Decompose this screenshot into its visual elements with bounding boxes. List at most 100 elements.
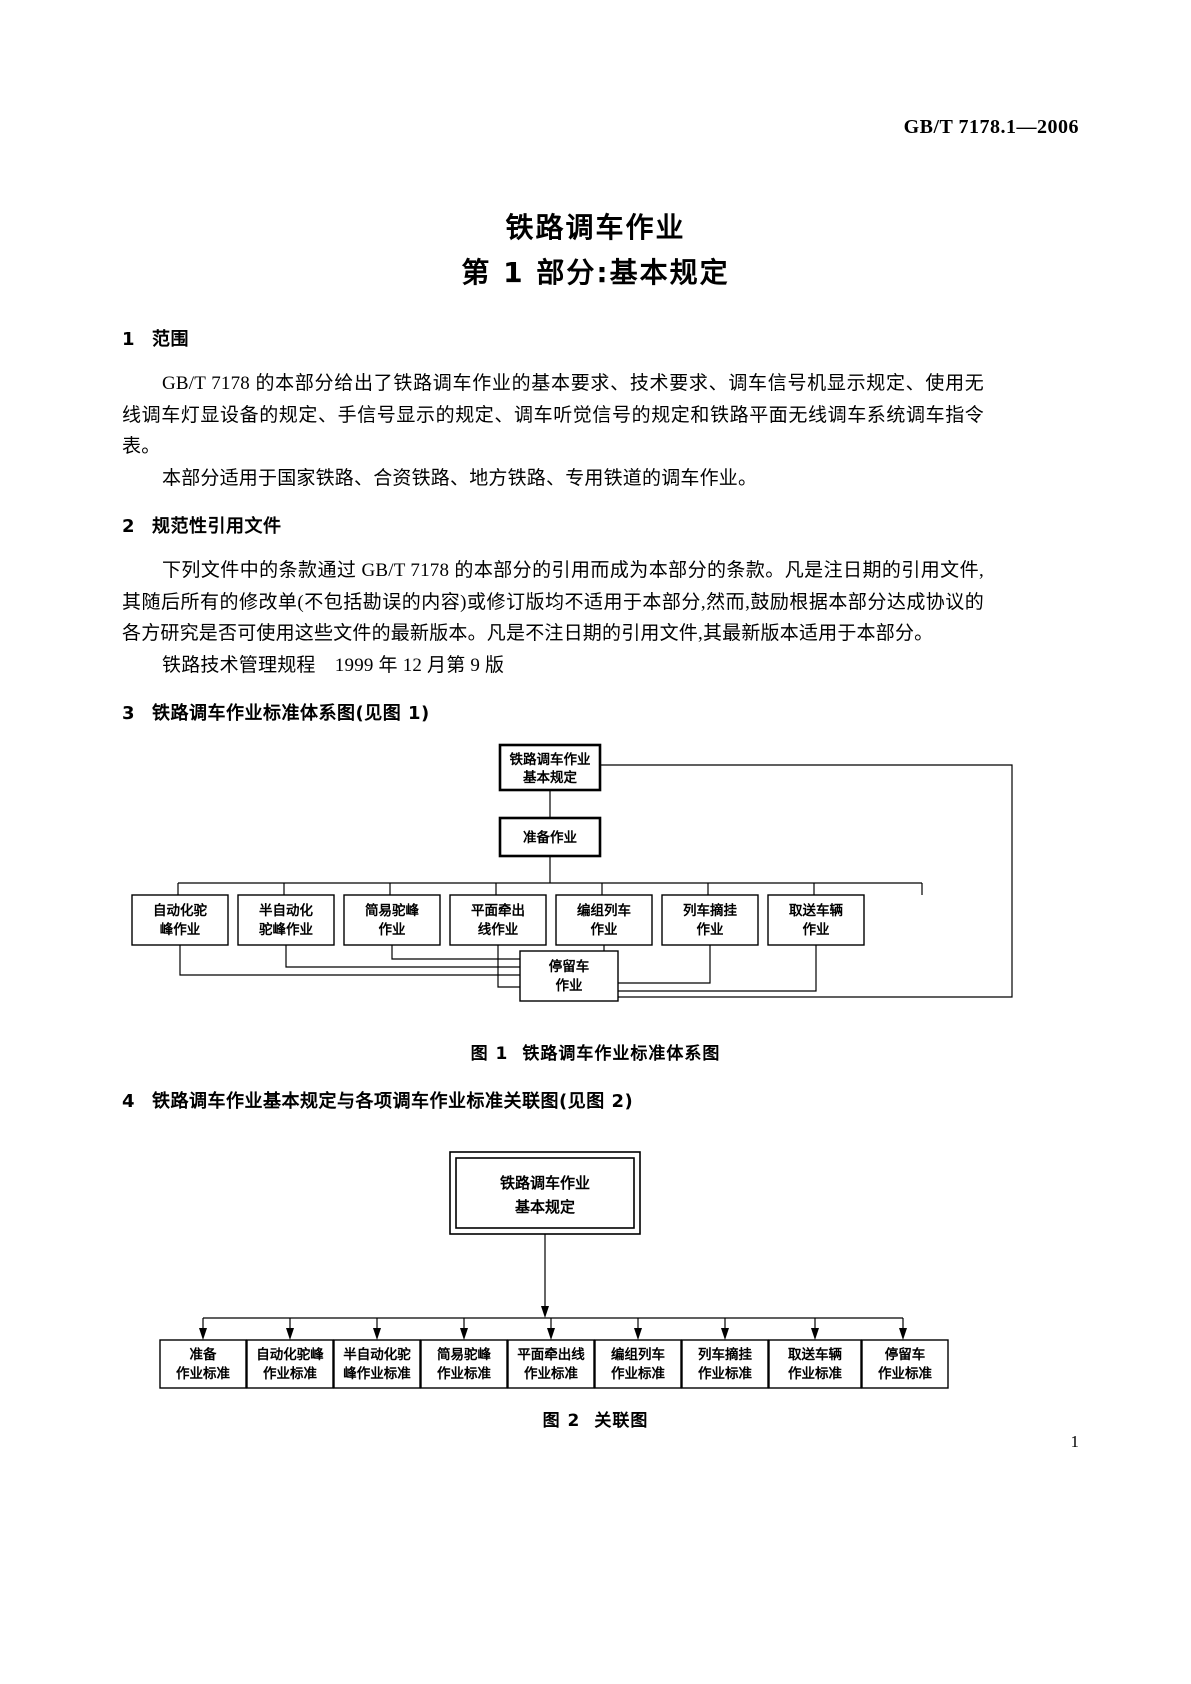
fig1-bottom-line-1: 停留车 [549, 958, 590, 975]
fig1-second-box [498, 816, 602, 858]
figure-2-caption-label: 图 2 [542, 1411, 581, 1431]
fig2-leaf-7-line-1: 列车摘挂 [698, 1346, 752, 1363]
fig1-return-1 [179, 945, 520, 976]
section-1-title: 范围 [152, 329, 189, 350]
section-4-block: 4 铁路调车作业基本规定与各项调车作业标准关联图(见图 2) [122, 1087, 984, 1117]
fig2-leaf-box-1 [159, 1339, 247, 1389]
fig2-leaf-9-line-1: 停留车 [885, 1346, 926, 1363]
fig2-arrow-7 [721, 1328, 729, 1340]
section-2-paragraph-1: 下列文件中的条款通过 GB/T 7178 的本部分的引用而成为本部分的条款。凡是… [122, 560, 984, 644]
fig1-bottom-box [519, 950, 619, 1002]
fig2-leaf-box-7 [681, 1339, 769, 1389]
fig1-leaf-7-line-1: 取送车辆 [789, 902, 843, 919]
fig2-leaf-6-line-1: 编组列车 [611, 1346, 665, 1363]
figure-1-caption: 图 1 铁路调车作业标准体系图 [0, 1039, 1191, 1064]
section-3-number: 3 [122, 703, 136, 724]
section-2-reference-entry: 铁路技术管理规程 1999 年 12 月第 9 版 [162, 654, 505, 676]
fig1-leaf-box-2 [237, 894, 335, 946]
fig1-leaf-2-line-2: 驼峰作业 [259, 921, 313, 938]
fig1-bottom-line-2: 作业 [556, 977, 583, 994]
fig2-leaf-7-line-2: 作业标准 [698, 1365, 752, 1382]
fig2-leaf-2-line-2: 作业标准 [263, 1365, 317, 1382]
fig2-arrow-6 [634, 1328, 642, 1340]
section-3-title: 铁路调车作业标准体系图(见图 1) [152, 703, 430, 724]
fig2-leaf-1-line-2: 作业标准 [176, 1365, 230, 1382]
fig1-leaf-6-line-1: 列车摘挂 [683, 902, 737, 919]
fig1-return-4 [497, 945, 520, 988]
title-line-2: 第 1 部分:基本规定 [461, 256, 730, 289]
fig1-leaf-box-4 [449, 894, 547, 946]
fig1-leaf-box-5 [555, 894, 653, 946]
fig1-leaf-3-line-2: 作业 [379, 921, 406, 938]
fig2-root-label-1: 铁路调车作业 [500, 1174, 590, 1192]
fig1-second-label: 准备作业 [523, 829, 577, 846]
fig2-arrow-3 [373, 1328, 381, 1340]
figure-1-caption-text: 铁路调车作业标准体系图 [522, 1044, 721, 1064]
figure-1-diagram: 铁路调车作业 基本规定 准备作业 自动化驼 峰作业 [131, 743, 1013, 1002]
fig2-arrow-8 [811, 1328, 819, 1340]
fig1-return-7 [618, 945, 817, 992]
fig2-leaf-3-line-1: 半自动化驼 [343, 1346, 411, 1363]
fig2-leaf-4-line-2: 作业标准 [437, 1365, 491, 1382]
figure-1-caption-label: 图 1 [470, 1044, 509, 1064]
fig2-leaf-box-2 [246, 1339, 334, 1389]
fig2-arrow-9 [899, 1328, 907, 1340]
fig2-leaf-9-line-2: 作业标准 [878, 1365, 932, 1382]
section-3-heading: 3 铁路调车作业标准体系图(见图 1) [122, 699, 984, 729]
fig1-return-2 [285, 945, 520, 968]
fig2-leaf-1-line-1: 准备 [190, 1346, 217, 1363]
fig2-leaf-3-line-2: 峰作业标准 [343, 1365, 411, 1382]
standard-code-header: GB/T 7178.1—2006 [903, 116, 1079, 138]
fig2-leaf-box-9 [861, 1339, 949, 1389]
fig2-arrow-4 [460, 1328, 468, 1340]
figure-1: 铁路调车作业 基本规定 准备作业 自动化驼 峰作业 [0, 735, 1191, 1064]
fig1-root-right-bus [558, 764, 1013, 998]
fig2-leaf-6-line-2: 作业标准 [611, 1365, 665, 1382]
fig1-leaf-box-1 [131, 894, 229, 946]
fig1-leaf-box-3 [343, 894, 441, 946]
fig1-leaf-5-line-1: 编组列车 [577, 902, 631, 919]
fig2-root-box-inner [455, 1157, 635, 1229]
fig2-arrow-2 [286, 1328, 294, 1340]
section-1-paragraph-1: GB/T 7178 的本部分给出了铁路调车作业的基本要求、技术要求、调车信号机显… [122, 373, 984, 457]
document-title: 铁路调车作业 第 1 部分:基本规定 [0, 205, 1191, 295]
fig1-root-label-1: 铁路调车作业 [510, 751, 591, 768]
fig2-leaf-2-line-1: 自动化驼峰 [256, 1346, 324, 1363]
fig2-leaf-box-8 [768, 1339, 862, 1389]
fig1-leaf-6-line-2: 作业 [697, 921, 724, 938]
fig2-leaf-8-line-2: 作业标准 [788, 1365, 842, 1382]
fig1-leaf-5-line-2: 作业 [591, 921, 618, 938]
figure-2-caption-text: 关联图 [594, 1411, 649, 1431]
figure-2-caption: 图 2 关联图 [0, 1406, 1191, 1431]
fig2-leaf-5-line-2: 作业标准 [524, 1365, 578, 1382]
figure-2-diagram: 铁路调车作业 基本规定 [159, 1151, 949, 1389]
fig1-leaf-1-line-2: 峰作业 [160, 921, 201, 938]
fig1-leaf-box-7 [767, 894, 865, 946]
fig1-leaf-7-line-2: 作业 [803, 921, 830, 938]
fig2-arrow-1 [199, 1328, 207, 1340]
section-4-heading: 4 铁路调车作业基本规定与各项调车作业标准关联图(见图 2) [122, 1087, 984, 1117]
fig1-leaf-3-line-1: 简易驼峰 [365, 902, 419, 919]
fig2-leaf-box-6 [594, 1339, 682, 1389]
title-line-1: 铁路调车作业 [505, 211, 686, 244]
fig2-root-arrow [541, 1306, 549, 1318]
fig2-leaf-box-3 [333, 1339, 421, 1389]
fig2-arrow-5 [547, 1328, 555, 1340]
fig2-root-label-2: 基本规定 [514, 1198, 575, 1216]
fig1-leaf-4-line-2: 线作业 [478, 921, 519, 938]
section-1-number: 1 [122, 329, 136, 350]
section-4-number: 4 [122, 1091, 136, 1112]
fig2-leaf-box-4 [420, 1339, 508, 1389]
document-body: 1 范围 GB/T 7178 的本部分给出了铁路调车作业的基本要求、技术要求、调车… [122, 325, 984, 729]
fig1-return-6 [618, 945, 711, 984]
section-4-title: 铁路调车作业基本规定与各项调车作业标准关联图(见图 2) [152, 1091, 634, 1112]
section-1-paragraph-2: 本部分适用于国家铁路、合资铁路、地方铁路、专用铁道的调车作业。 [162, 467, 758, 489]
section-2-title: 规范性引用文件 [152, 516, 282, 537]
fig1-leaf-box-6 [661, 894, 759, 946]
page-number: 1 [1070, 1432, 1080, 1451]
figure-2: 铁路调车作业 基本规定 [0, 1140, 1191, 1431]
fig1-root-label-2: 基本规定 [523, 769, 577, 786]
fig2-leaf-8-line-1: 取送车辆 [788, 1346, 842, 1363]
fig1-leaf-4-line-1: 平面牵出 [471, 902, 525, 919]
